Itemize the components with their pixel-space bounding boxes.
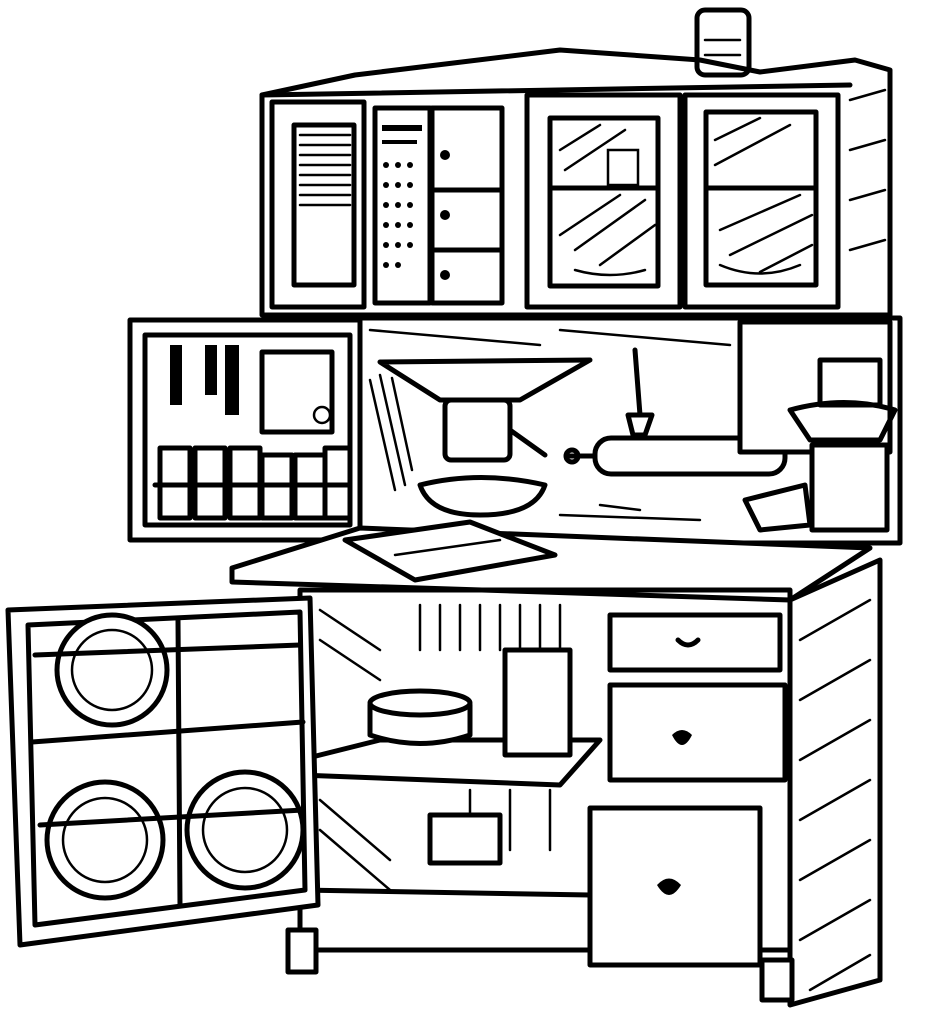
glass-door-left — [524, 92, 683, 310]
plate — [54, 612, 170, 728]
canister-box — [737, 319, 898, 533]
upper-cabinet — [259, 47, 893, 318]
plate — [44, 779, 166, 901]
drawer-top — [607, 612, 783, 673]
bread-board — [342, 519, 558, 583]
lower-cabinet — [285, 557, 883, 1008]
jar — [694, 7, 752, 78]
utensil-door — [127, 317, 363, 543]
cabinet-legs — [285, 927, 795, 1003]
drawer-knob — [440, 270, 450, 280]
drawer-middle — [607, 682, 788, 783]
hanging-ladle — [625, 347, 655, 438]
drawer-bottom — [587, 805, 763, 968]
countertop-tools — [558, 503, 702, 522]
side-hatching — [848, 88, 887, 252]
glass-door-right — [682, 92, 841, 310]
pantry-interior — [297, 603, 603, 898]
spice-jars — [152, 445, 353, 521]
knife-rack — [368, 373, 414, 492]
flour-sifter — [377, 357, 593, 463]
drawer-knob — [440, 210, 450, 220]
side-panel — [787, 557, 883, 1008]
plate-stack — [427, 812, 503, 866]
cake-pan — [367, 688, 473, 746]
countertop — [229, 519, 873, 603]
plate — [184, 769, 306, 891]
middle-section — [127, 315, 903, 546]
flour-box — [502, 647, 573, 758]
drawer-knob — [440, 150, 450, 160]
louvered-door — [269, 99, 367, 310]
chart-card — [372, 105, 433, 306]
plate-rack-door — [5, 595, 321, 948]
spice-drawers — [429, 105, 505, 306]
mixing-bowl — [417, 475, 548, 518]
